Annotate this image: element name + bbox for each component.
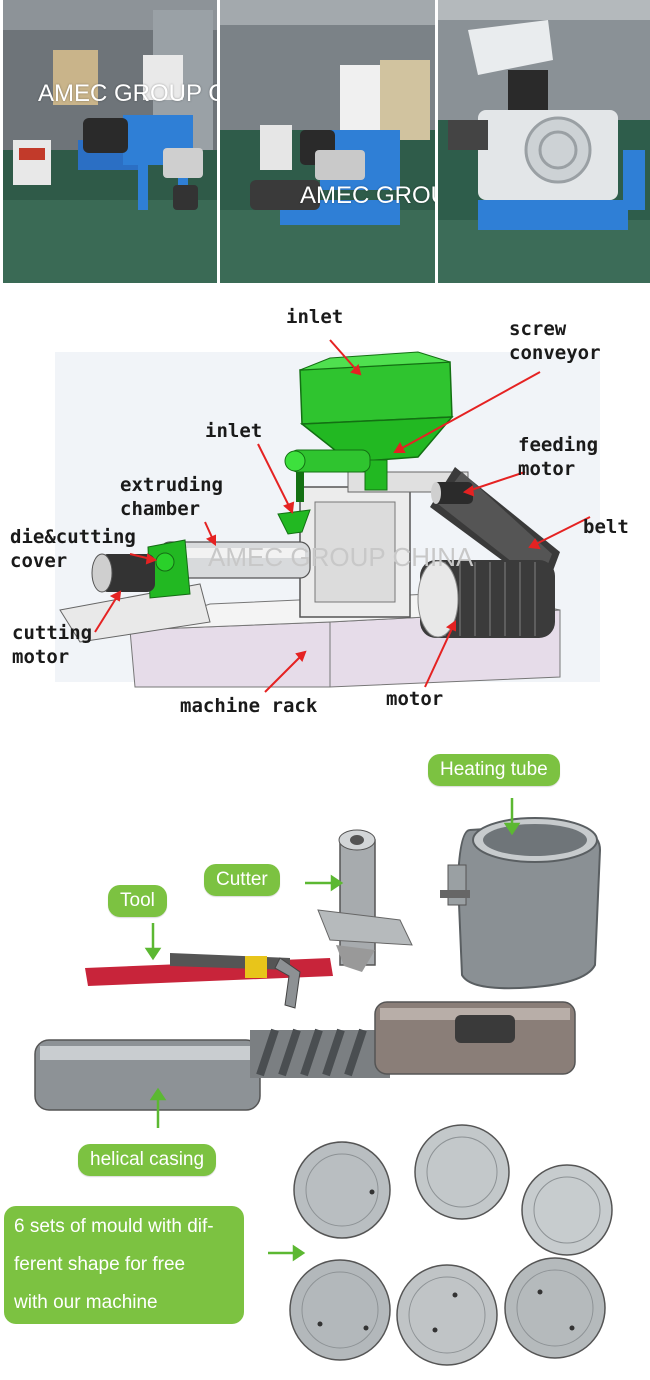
machine-diagram: AMEC GROUP CHINA inlet screw conveyor in… — [0, 292, 650, 732]
label-heating-tube: Heating tube — [428, 754, 560, 786]
label-inlet-mid: inlet — [205, 420, 263, 442]
label-cutting-motor: motor — [12, 646, 70, 668]
label-screw: screw — [509, 318, 567, 340]
mould-line-1: 6 sets of mould with dif- — [14, 1216, 214, 1237]
label-feeding: feeding — [518, 434, 599, 456]
label-die-cutting: die&cutting — [10, 526, 136, 548]
label-inlet-top: inlet — [286, 306, 344, 328]
label-feeding-motor: motor — [518, 458, 576, 480]
watermark: AMEC GROUP CHINA — [38, 80, 217, 107]
parts-section: Heating tube Cutter Tool helical casing … — [0, 740, 650, 1380]
label-machine-rack: machine rack — [180, 695, 318, 717]
label-helical-casing: helical casing — [78, 1144, 217, 1176]
label-chamber: chamber — [120, 498, 201, 520]
label-cover: cover — [10, 550, 68, 572]
factory-photo-2: AMEC GROUP CHINA — [220, 0, 435, 283]
label-cutting: cutting — [12, 622, 93, 644]
mould-line-3: with our machine — [14, 1292, 158, 1313]
label-extruding: extruding — [120, 474, 223, 496]
factory-photo-3 — [438, 0, 650, 283]
mould-line-2: ferent shape for free — [14, 1254, 186, 1275]
factory-photo-1: AMEC GROUP CHINA — [3, 0, 217, 283]
label-motor: motor — [386, 688, 444, 710]
watermark: AMEC GROUP CHINA — [300, 182, 435, 209]
label-tool: Tool — [108, 885, 167, 917]
label-cutter: Cutter — [204, 864, 280, 896]
mould-description: 6 sets of mould with dif- ferent shape f… — [4, 1206, 244, 1324]
label-conveyor: conveyor — [509, 342, 601, 364]
label-belt: belt — [583, 516, 629, 538]
watermark: AMEC GROUP CHINA — [208, 542, 474, 572]
